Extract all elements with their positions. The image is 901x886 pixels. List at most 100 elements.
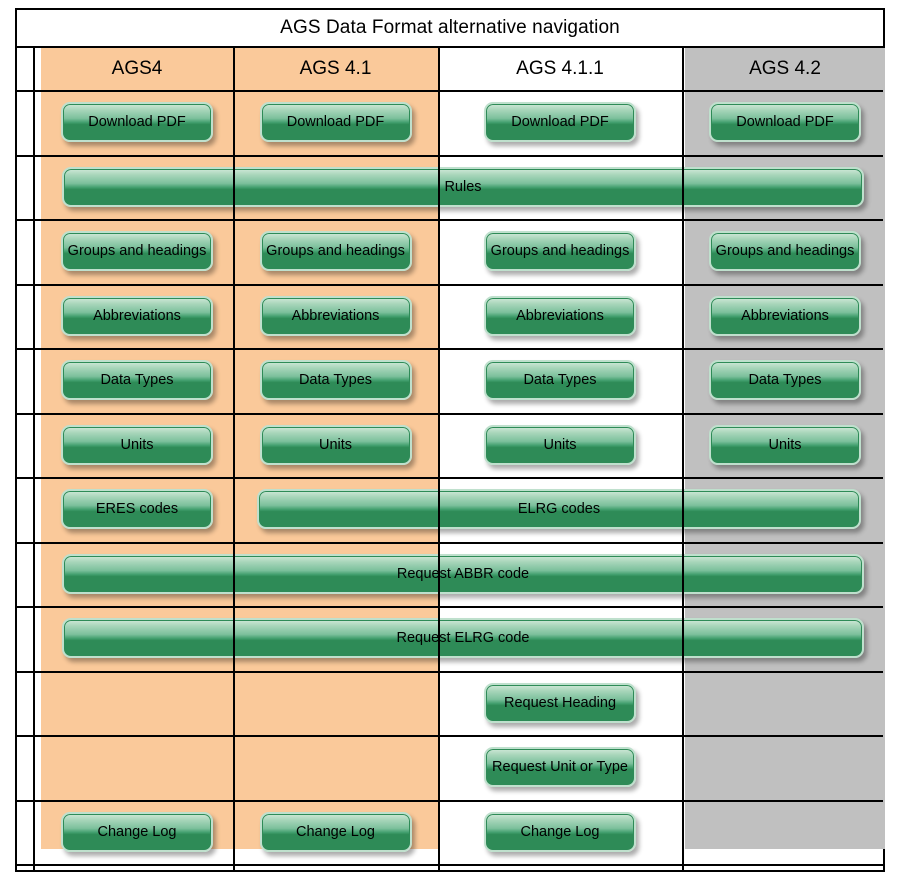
button-change-log-col3[interactable]: Change Log [484,811,636,852]
ags-navigation-diagram: AGS Data Format alternative navigation A… [15,8,885,872]
button-request-elrg-code-col1[interactable]: Request ELRG code [62,618,864,659]
button-download-pdf-col4[interactable]: Download PDF [709,102,861,143]
grid-line-horizontal [17,864,883,866]
diagram-title-row: AGS Data Format alternative navigation [17,10,883,48]
grid-line-horizontal [17,283,883,286]
button-abbreviations-col1[interactable]: Abbreviations [61,295,213,336]
button-units-col4[interactable]: Units [709,424,861,465]
button-request-unit-or-type-col3[interactable]: Request Unit or Type [484,747,636,788]
cell-change-log-col3: Change Log [438,800,682,865]
button-label: ELRG codes [517,501,601,517]
button-change-log-col2[interactable]: Change Log [259,811,412,852]
button-download-pdf-col1[interactable]: Download PDF [61,102,213,143]
cell-units-col4: Units [685,413,885,478]
grid-line-horizontal [17,154,883,157]
button-label: Download PDF [88,114,186,130]
cell-units-col1: Units [41,413,233,478]
button-label: Download PDF [286,114,385,130]
cell-request-elrg-code-col1: Request ELRG code [41,606,885,671]
cell-codes-col1: ERES codes [41,477,233,542]
button-label: Units [120,436,154,453]
button-label: Abbreviations [516,307,604,324]
button-label: Groups and headings [715,243,855,259]
button-units-col1[interactable]: Units [61,424,213,465]
button-groups-and-headings-col4[interactable]: Groups and headings [709,231,861,272]
button-groups-and-headings-col3[interactable]: Groups and headings [484,231,636,272]
button-data-types-col2[interactable]: Data Types [259,360,412,401]
button-units-col3[interactable]: Units [484,424,636,465]
button-label: Data Types [298,372,373,388]
button-label: Units [543,436,577,453]
grid-line-ags411-ags42 [682,48,684,870]
cell-rules-col1: Rules [41,155,885,220]
button-label: Request Heading [503,694,617,711]
grid-line-horizontal [17,348,883,350]
button-label: Groups and headings [266,243,405,259]
button-label: Change Log [97,823,177,840]
cell-abbreviations-col4: Abbreviations [685,284,885,349]
button-label: Units [318,436,353,453]
button-codes-col2[interactable]: ELRG codes [257,489,861,530]
button-label: Change Log [520,823,600,840]
cell-units-col2: Units [233,413,438,478]
button-groups-and-headings-col1[interactable]: Groups and headings [61,231,213,272]
grid-line-gutter [33,48,35,870]
button-label: Request ELRG code [396,630,530,646]
grid-line-horizontal [17,735,883,737]
button-label: Data Types [523,372,597,388]
cell-units-col3: Units [438,413,682,478]
cell-groups-and-headings-col4: Groups and headings [685,219,885,284]
grid-line-horizontal [17,90,883,92]
button-label: Request ABBR code [396,565,530,582]
button-label: Change Log [295,823,375,840]
grid-line-horizontal [17,670,883,673]
button-download-pdf-col3[interactable]: Download PDF [484,102,636,143]
cell-request-unit-or-type-col3: Request Unit or Type [438,735,682,800]
column-header-ags41: AGS 4.1 [299,58,372,79]
cell-groups-and-headings-col3: Groups and headings [438,219,682,284]
grid-line-horizontal [17,541,883,544]
button-abbreviations-col2[interactable]: Abbreviations [259,295,412,336]
button-label: Abbreviations [741,307,829,324]
cell-codes-col2: ELRG codes [233,477,885,542]
grid-line-horizontal [17,477,883,479]
button-label: Request Unit or Type [492,759,628,775]
button-units-col2[interactable]: Units [259,424,412,465]
cell-data-types-col2: Data Types [233,348,438,413]
cell-download-pdf-col1: Download PDF [41,90,233,155]
button-abbreviations-col4[interactable]: Abbreviations [709,295,861,336]
cell-download-pdf-col3: Download PDF [438,90,682,155]
grid-line-horizontal [17,412,883,415]
cell-request-heading-col3: Request Heading [438,671,682,736]
cell-groups-and-headings-col1: Groups and headings [41,219,233,284]
button-label: Groups and headings [490,243,630,259]
button-groups-and-headings-col2[interactable]: Groups and headings [259,231,412,272]
cell-groups-and-headings-col2: Groups and headings [233,219,438,284]
grid-line-horizontal [17,606,883,608]
button-data-types-col3[interactable]: Data Types [484,360,636,401]
button-change-log-col1[interactable]: Change Log [61,811,213,852]
cell-abbreviations-col1: Abbreviations [41,284,233,349]
button-request-heading-col3[interactable]: Request Heading [484,682,636,723]
cell-request-abbr-code-col1: Request ABBR code [41,542,885,607]
button-download-pdf-col2[interactable]: Download PDF [259,102,412,143]
button-data-types-col4[interactable]: Data Types [709,360,861,401]
column-header-ags4: AGS4 [111,58,163,79]
button-label: Units [768,436,802,453]
grid-line-ags41-ags411 [438,48,440,870]
button-abbreviations-col3[interactable]: Abbreviations [484,295,636,336]
button-label: Rules [444,178,482,195]
grid-line-horizontal [17,799,883,802]
grid-line-ags4-ags41 [233,48,235,870]
button-codes-col1[interactable]: ERES codes [61,489,213,530]
button-request-abbr-code-col1[interactable]: Request ABBR code [62,553,864,594]
button-data-types-col1[interactable]: Data Types [61,360,213,401]
cell-data-types-col3: Data Types [438,348,682,413]
button-label: Groups and headings [67,243,207,259]
cell-data-types-col4: Data Types [685,348,885,413]
cell-download-pdf-col2: Download PDF [233,90,438,155]
button-label: Abbreviations [93,307,181,324]
cell-data-types-col1: Data Types [41,348,233,413]
button-rules-col1[interactable]: Rules [62,166,864,207]
diagram-title: AGS Data Format alternative navigation [280,17,620,38]
